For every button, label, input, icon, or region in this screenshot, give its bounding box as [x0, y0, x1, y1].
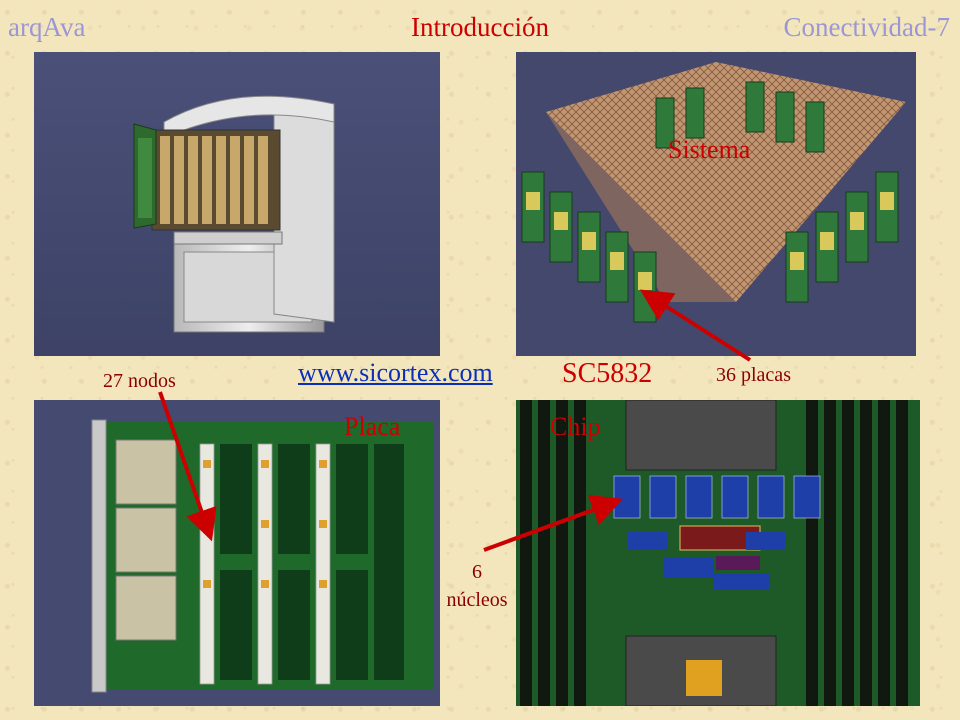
sistema-label: Sistema [668, 135, 751, 164]
header-right-title: Conectividad-7 [783, 12, 950, 42]
arrow-nucleos [483, 494, 624, 552]
chip-image [516, 400, 920, 706]
nodos-label: 27 nodos [103, 370, 176, 392]
chip-label: Chip [550, 412, 601, 441]
arrow-nodos [158, 391, 217, 542]
placa-label: Placa [344, 412, 401, 441]
arrow-placas [639, 289, 752, 362]
sicortex-link[interactable]: www.sicortex.com [298, 358, 493, 387]
cabinet-image [34, 52, 440, 356]
nucleos-label: 6 núcleos [432, 558, 522, 614]
placas-label: 36 placas [716, 364, 791, 386]
model-label: SC5832 [562, 358, 653, 389]
nucleos-count: 6 [472, 561, 482, 583]
board-image [34, 400, 440, 706]
header-center-title: Introducción [411, 12, 549, 42]
header-left-title: arqAva [8, 12, 86, 42]
nucleos-word: núcleos [446, 589, 508, 611]
system-mesh-image [516, 52, 916, 356]
